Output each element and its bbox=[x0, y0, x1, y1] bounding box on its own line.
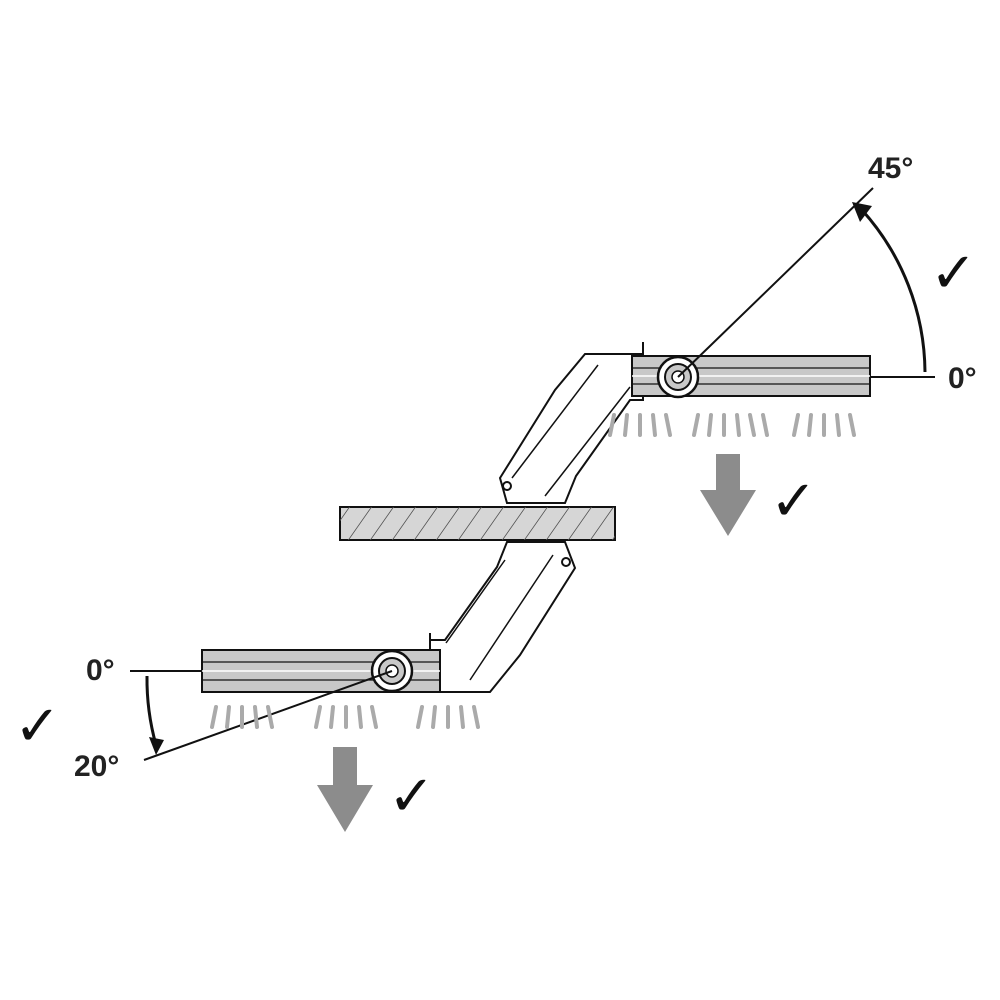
upper-angle-indicator bbox=[677, 187, 935, 378]
upper-arm bbox=[498, 342, 644, 504]
upper-angle-max-label: 45° bbox=[868, 152, 913, 185]
lower-light-rays bbox=[210, 705, 480, 729]
upper-angle-zero-label: 0° bbox=[948, 362, 977, 395]
lower-downward-arrow-icon bbox=[317, 747, 373, 832]
lower-tilt-check-icon: ✓ bbox=[14, 694, 61, 759]
upper-beam-check-icon: ✓ bbox=[770, 469, 817, 534]
upper-tilt-check-icon: ✓ bbox=[930, 241, 977, 306]
lower-angle-zero-label: 0° bbox=[86, 654, 115, 687]
lower-arm bbox=[429, 541, 577, 693]
lower-angle-max-label: 20° bbox=[74, 750, 119, 783]
upper-light-rays bbox=[608, 413, 856, 437]
lower-beam-check-icon: ✓ bbox=[388, 764, 435, 829]
mounting-plate bbox=[339, 506, 616, 541]
upper-downward-arrow-icon bbox=[700, 454, 756, 536]
